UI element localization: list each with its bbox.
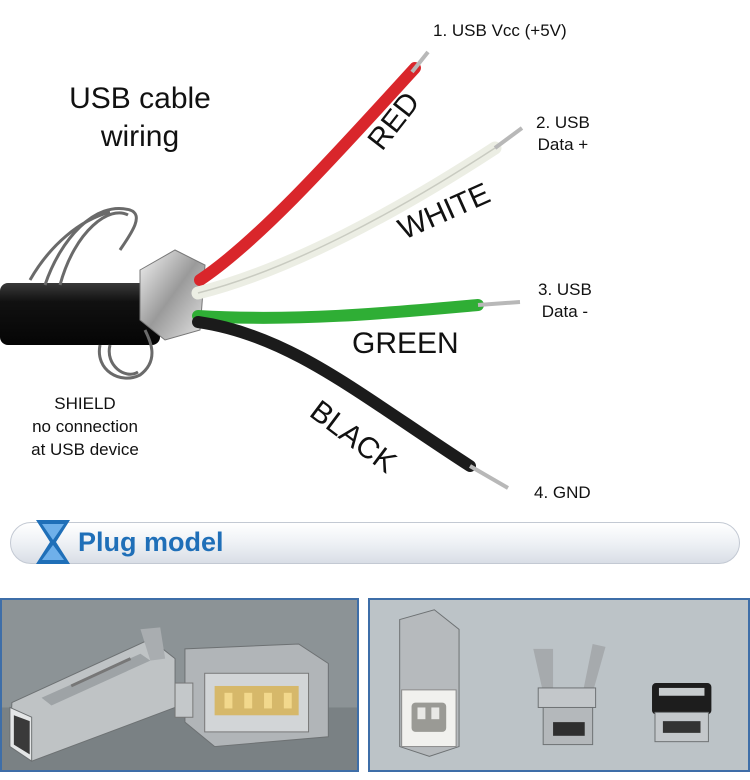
micro-usb-plug (652, 683, 712, 743)
shield-line-3: at USB device (31, 440, 139, 459)
braided-shield (28, 207, 154, 380)
usb-wiring-diagram: RED WHITE GREEN BLACK USB cable wiring 1… (0, 20, 592, 504)
green-wire (192, 299, 484, 324)
shield-line-2: no connection (32, 417, 138, 436)
title-line-1: USB cable (69, 82, 211, 115)
foil-shield (139, 249, 206, 341)
black-wire-tip (468, 464, 510, 490)
pin-3-line-1: 3. USB (538, 280, 592, 299)
section-title: Plug model (78, 527, 224, 557)
section-header-bar (10, 522, 740, 564)
pin-2-line-2: Data + (537, 135, 589, 154)
shield-line-1: SHIELD (54, 394, 116, 413)
usb-a-male-plug (9, 627, 176, 763)
diagram-title: USB cable wiring (40, 80, 240, 156)
red-wire (194, 62, 421, 286)
usb-b-plug (399, 609, 460, 757)
green-wire-tip (477, 300, 521, 307)
pin-1-label: 1. USB Vcc (+5V) (433, 20, 567, 42)
red-wire-tip (410, 50, 430, 74)
pin-3-line-2: Data - (541, 302, 589, 321)
mini-usb-plug (533, 643, 606, 746)
pin-2-label: 2. USB Data + (536, 112, 590, 156)
pin-1-text: 1. USB Vcc (+5V) (433, 21, 567, 40)
pin-4-label: 4. GND (534, 482, 591, 504)
pin-3-label: 3. USB Data - (538, 279, 592, 323)
cable-illustration: RED WHITE GREEN BLACK (0, 50, 524, 490)
white-wire-tip (493, 126, 524, 150)
hourglass-icon (36, 520, 70, 564)
title-line-2: wiring (100, 120, 180, 153)
usb-a-female-receptacle (174, 643, 329, 748)
black-wire (192, 316, 476, 472)
type-b-mini-micro-image (370, 600, 748, 770)
green-label: GREEN (352, 327, 459, 360)
pin-4-text: 4. GND (534, 483, 591, 502)
type-b-mini-micro-photo (368, 598, 750, 772)
pin-2-line-1: 2. USB (536, 113, 590, 132)
type-a-plugs-image (2, 600, 357, 770)
type-a-plugs-photo (0, 598, 359, 772)
shield-note: SHIELD no connection at USB device (10, 392, 160, 461)
cable-jacket (0, 283, 160, 345)
